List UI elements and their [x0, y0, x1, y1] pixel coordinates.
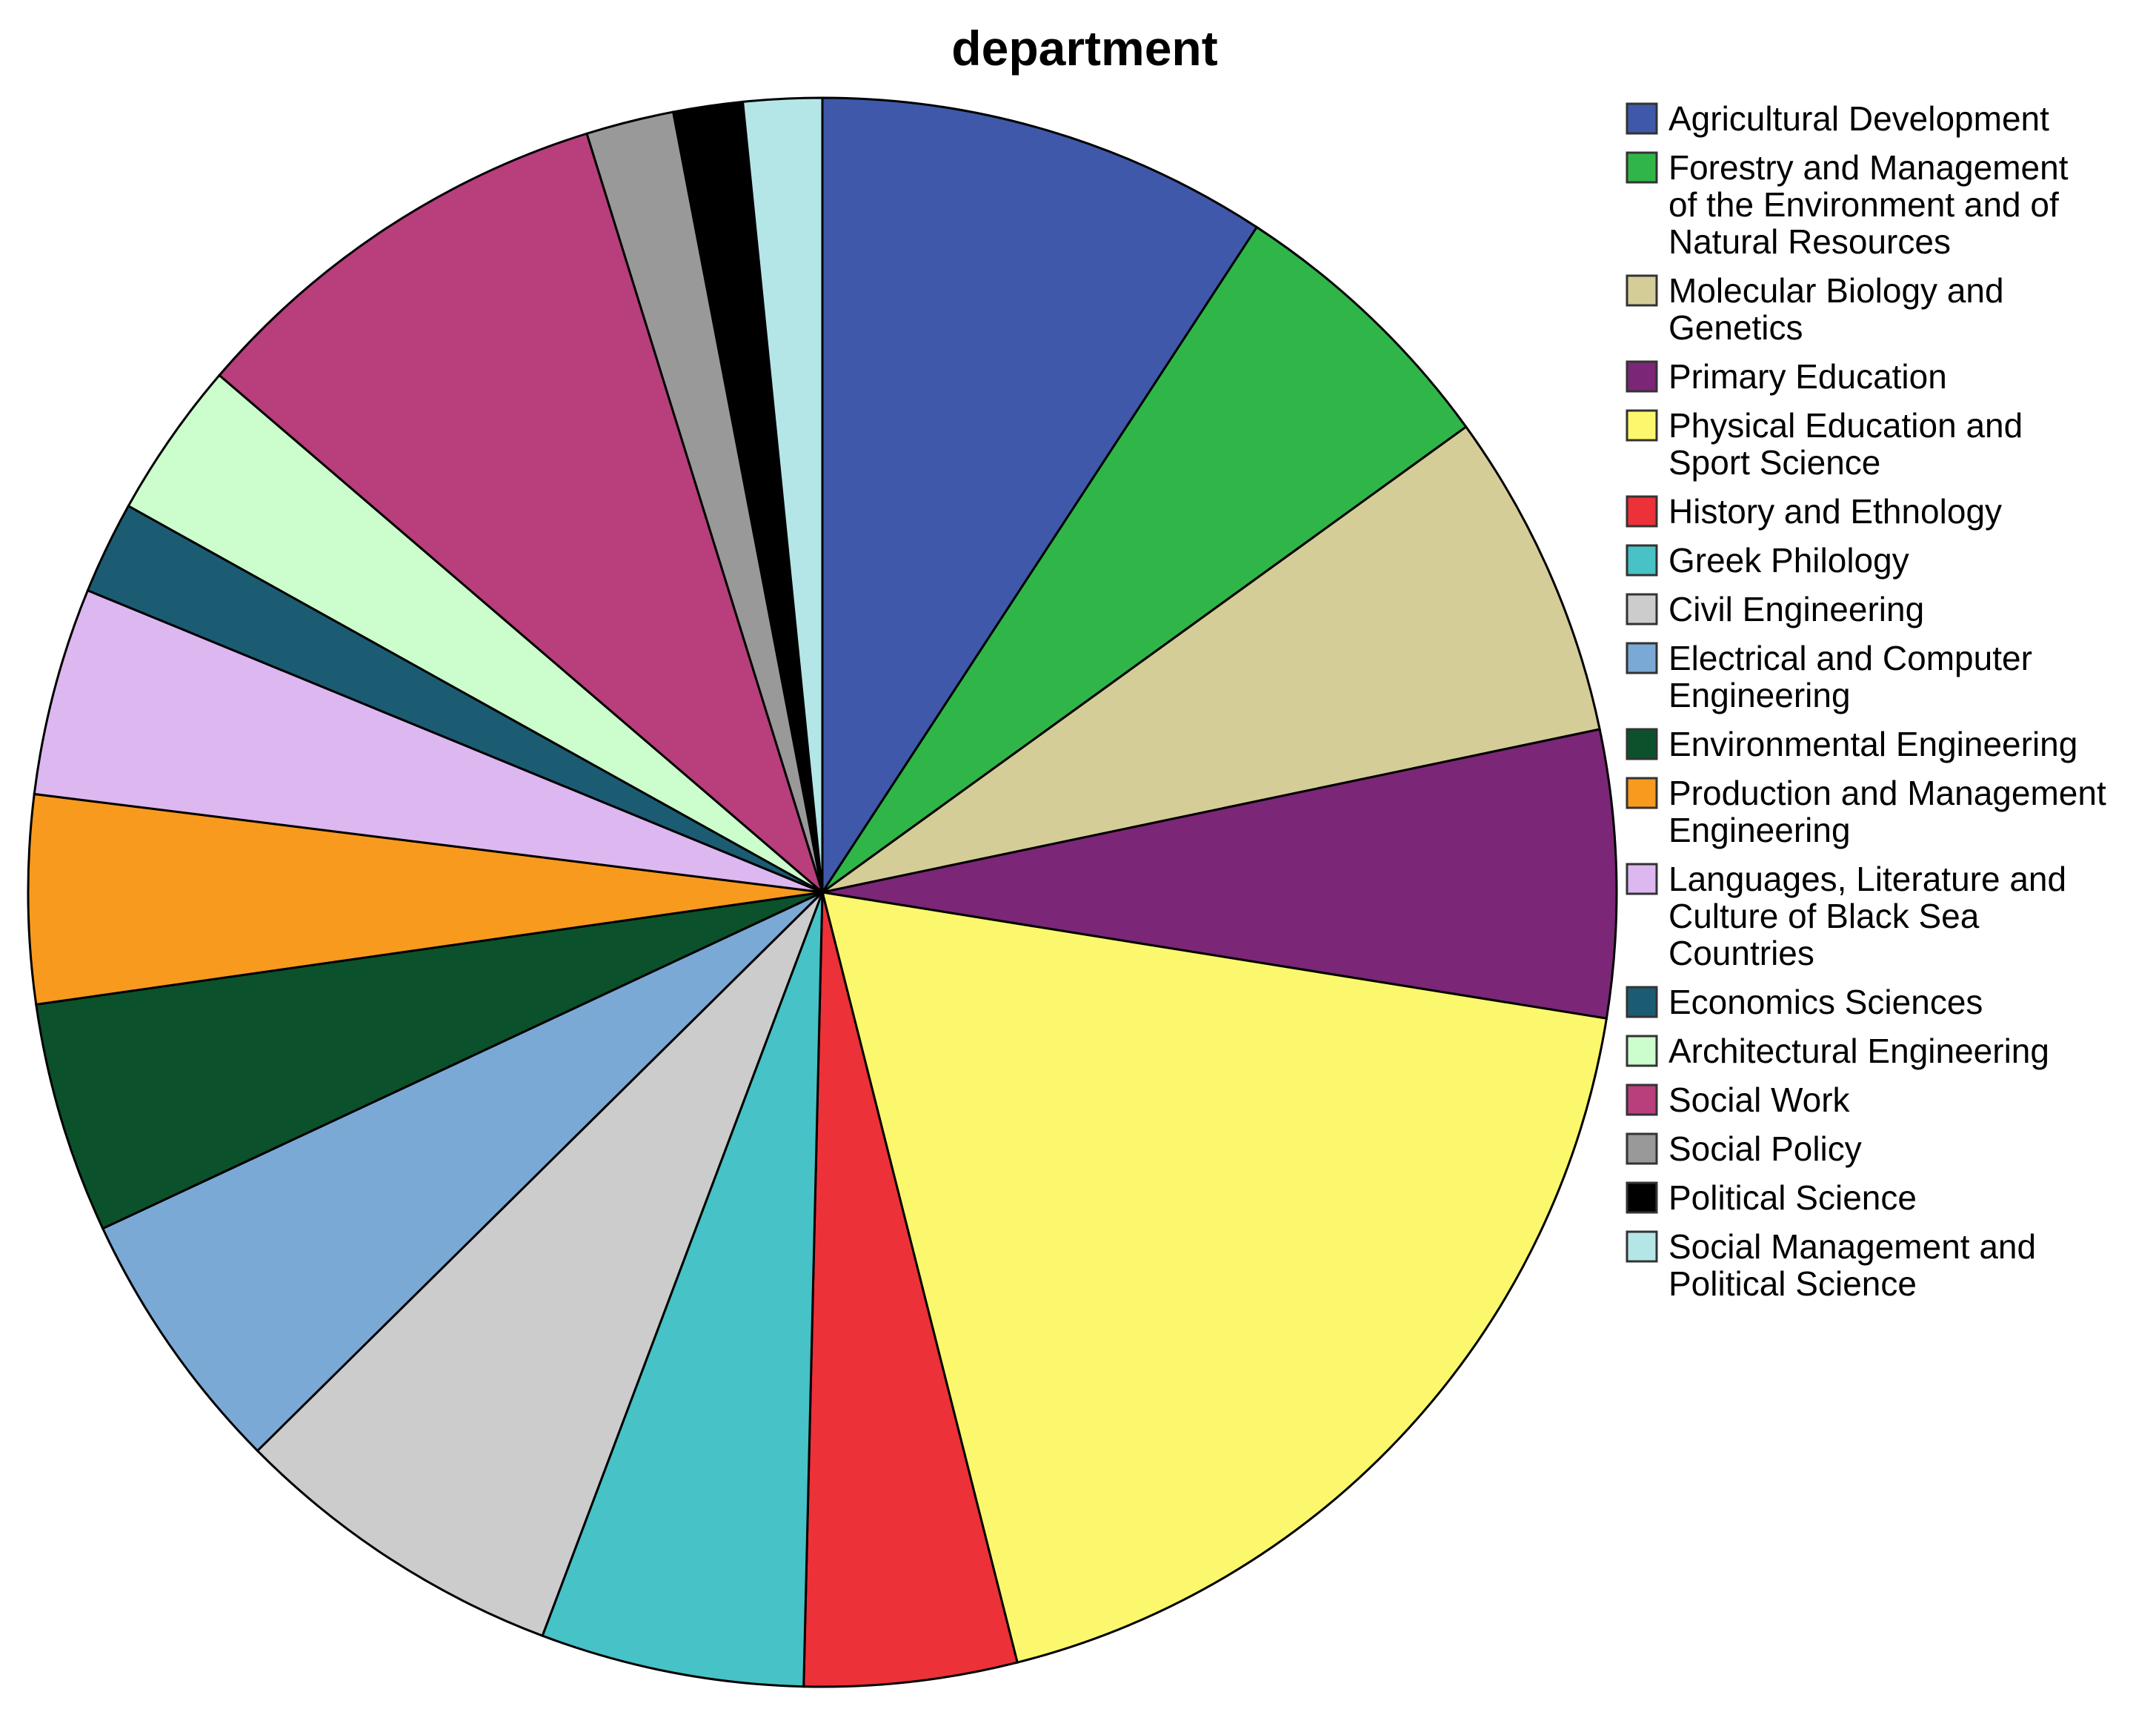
- chart-title: department: [951, 21, 1217, 76]
- legend-swatch: [1626, 544, 1658, 577]
- legend-label: Primary Education: [1668, 357, 1947, 396]
- pie-slices: [27, 96, 1618, 1688]
- legend-swatch: [1626, 728, 1658, 760]
- legend-swatch: [1626, 102, 1658, 135]
- legend-item-social-work: Social Work: [1626, 1081, 1851, 1119]
- legend-item-architectural-engineering: Architectural Engineering: [1626, 1032, 2049, 1070]
- legend-swatch: [1626, 1230, 1658, 1263]
- pie-slice-greek-philology: [541, 892, 824, 1688]
- legend-swatch: [1626, 1132, 1658, 1165]
- legend-item-agricultural-development: Agricultural Development: [1626, 99, 2049, 138]
- pie-slice-languages-literature-and-culture-of-black-sea-countries: [33, 588, 823, 894]
- legend-item-history-and-ethnology: History and Ethnology: [1626, 492, 2002, 531]
- legend-swatch: [1626, 1181, 1658, 1214]
- pie-slice-agricultural-development: [821, 96, 1259, 897]
- legend-swatch: [1626, 360, 1658, 393]
- pie-slice-molecular-biology-and-genetics: [822, 425, 1601, 894]
- legend-label: Political Science: [1668, 1178, 1917, 1217]
- pie-slice-primary-education: [822, 728, 1618, 1020]
- pie-slice-social-management-and-political-science: [741, 96, 824, 893]
- pie-slice-production-and-management-engineering: [27, 792, 823, 1006]
- pie-slice-physical-education-and-sport-science: [820, 891, 1608, 1665]
- legend-item-economics-sciences: Economics Sciences: [1626, 983, 1983, 1021]
- legend-label: Civil Engineering: [1668, 590, 1924, 628]
- legend-swatch: [1626, 593, 1658, 625]
- legend-swatch: [1626, 777, 1658, 809]
- legend-item-social-policy: Social Policy: [1626, 1129, 1862, 1168]
- pie-slice-environmental-engineering: [35, 891, 823, 1230]
- legend-swatch: [1626, 642, 1658, 674]
- legend-item-political-science: Political Science: [1626, 1178, 1917, 1217]
- legend-swatch: [1626, 409, 1658, 442]
- legend-label: Social Work: [1668, 1081, 1851, 1119]
- legend-swatch: [1626, 151, 1658, 184]
- pie-slice-history-and-ethnology: [802, 892, 1019, 1688]
- legend-swatch: [1626, 986, 1658, 1018]
- pie-slice-forestry-and-management-of-the-environment-and-of-natural-resources: [821, 225, 1468, 894]
- legend-label: Agricultural Development: [1668, 99, 2049, 138]
- legend-swatch: [1626, 495, 1658, 528]
- pie-slice-social-work: [217, 132, 825, 896]
- legend-label: Social Policy: [1668, 1129, 1862, 1168]
- legend-item-civil-engineering: Civil Engineering: [1626, 590, 1924, 628]
- legend-label: History and Ethnology: [1668, 492, 2002, 531]
- legend-label: Greek Philology: [1668, 541, 1909, 580]
- legend-swatch: [1626, 1035, 1658, 1067]
- legend-swatch: [1626, 1084, 1658, 1116]
- legend-label: Architectural Engineering: [1668, 1032, 2049, 1070]
- legend-item-greek-philology: Greek Philology: [1626, 541, 1909, 580]
- pie-slice-electrical-and-computer-engineering: [101, 891, 824, 1453]
- legend-swatch: [1626, 863, 1658, 895]
- legend-item-primary-education: Primary Education: [1626, 357, 1947, 396]
- legend-label: Environmental Engineering: [1668, 725, 2077, 763]
- pie-slice-civil-engineering: [256, 891, 824, 1638]
- legend-swatch: [1626, 274, 1658, 307]
- legend-item-environmental-engineering: Environmental Engineering: [1626, 725, 2077, 763]
- legend-label: Economics Sciences: [1668, 983, 1983, 1021]
